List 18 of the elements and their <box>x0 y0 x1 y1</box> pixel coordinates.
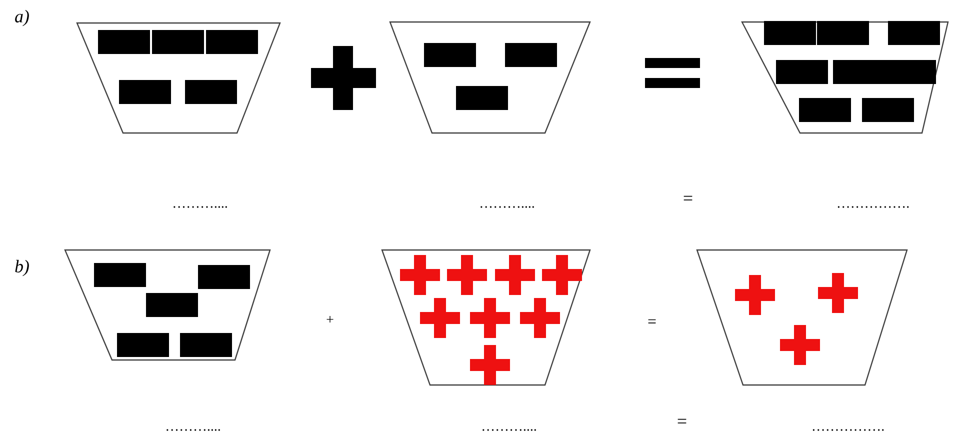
basket-drawing <box>381 249 591 386</box>
fill-in-line: ……….... <box>166 429 220 431</box>
label-text: a) <box>15 10 29 26</box>
fill-in-line: ……………. <box>812 429 884 431</box>
label-text: = <box>648 319 656 324</box>
fill-in-line: ……………. <box>838 206 909 208</box>
fill-in-line: ……….... <box>480 206 534 208</box>
label-text: = <box>678 418 686 424</box>
basket-drawing <box>76 22 281 134</box>
basket-drawing <box>696 249 908 386</box>
basket-drawing <box>389 21 591 134</box>
basket-drawing <box>741 21 949 134</box>
fill-in-line: ……….... <box>482 429 536 431</box>
basket-drawing <box>64 249 271 361</box>
label-text: b) <box>15 260 29 276</box>
fill-in-line: ……….... <box>174 206 227 208</box>
label-text: = <box>684 196 692 200</box>
label-text: + <box>326 316 334 323</box>
